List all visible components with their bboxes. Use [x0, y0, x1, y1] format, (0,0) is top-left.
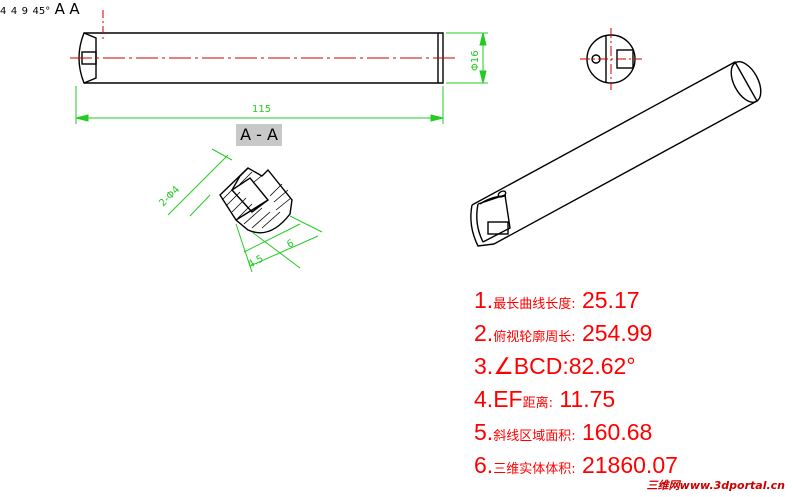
answer-value: ∠BCD:82.62° — [493, 353, 636, 379]
width6-dim-text: 6 — [285, 238, 296, 251]
answer-row: 4.EF距离: 11.75 — [474, 383, 774, 416]
answer-label: 距离: — [522, 396, 553, 411]
answer-row: 6.三维实体体积: 21860.07 — [474, 449, 774, 482]
answer-number: 1. — [474, 287, 494, 313]
cutting-plane-line: 4 4 9 45° A A A - A 1.最长曲线长度: 25.17 2.俯视… — [0, 0, 785, 492]
answer-row: 1.最长曲线长度: 25.17 — [474, 284, 774, 317]
answer-value: 160.68 — [575, 419, 653, 445]
answer-value: 254.99 — [575, 320, 653, 346]
front-view-centerline: 4 4 9 45° A A A - A 1.最长曲线长度: 25.17 2.俯视… — [0, 0, 785, 492]
width45-dim-text: 4.5 — [246, 253, 265, 270]
diameter-dim-text: Φ16 — [470, 50, 481, 71]
section-view — [219, 167, 293, 234]
small2-dim-text: 4 — [10, 6, 18, 17]
section-mark-top: A — [54, 0, 65, 18]
answer-number: 2. — [474, 320, 494, 346]
answer-number: 5. — [474, 419, 494, 445]
small3-dim-text: 9 — [21, 6, 29, 17]
answer-number: 3. — [474, 353, 494, 379]
answer-value: 21860.07 — [575, 452, 678, 478]
small1-dim-text: 4 — [0, 6, 7, 17]
section-dimensions — [167, 148, 323, 273]
answer-number: 4. — [474, 386, 494, 412]
section-label: A - A — [236, 124, 282, 146]
answers-list: 1.最长曲线长度: 25.17 2.俯视轮廓周长: 254.99 3.∠BCD:… — [474, 284, 774, 482]
answer-label: 俯视轮廓周长: — [493, 330, 576, 345]
answer-row: 5.斜线区域面积: 160.68 — [474, 416, 774, 449]
watermark: 三维网www.3dportal.cn — [646, 479, 785, 492]
isometric-shaft — [470, 61, 762, 247]
answer-value-2: 11.75 — [552, 386, 616, 412]
answer-row: 3.∠BCD:82.62° — [474, 350, 774, 383]
answer-value: EF — [493, 386, 523, 412]
answer-number: 6. — [474, 452, 494, 478]
hole-dim-text: 2-Φ4 — [157, 184, 182, 209]
answer-row: 2.俯视轮廓周长: 254.99 — [474, 317, 774, 350]
length-dimension — [75, 86, 444, 124]
length-dim-text: 115 — [252, 104, 271, 115]
section-mark-bottom: A — [69, 0, 80, 18]
answer-label: 斜线区域面积: — [493, 429, 576, 444]
section-hatch — [221, 171, 292, 229]
answer-label: 三维实体体积: — [493, 462, 576, 477]
angle-dim-text: 45° — [32, 6, 51, 17]
diameter-dimension — [446, 32, 488, 84]
answer-value: 25.17 — [575, 287, 640, 313]
answer-label: 最长曲线长度: — [493, 297, 576, 312]
